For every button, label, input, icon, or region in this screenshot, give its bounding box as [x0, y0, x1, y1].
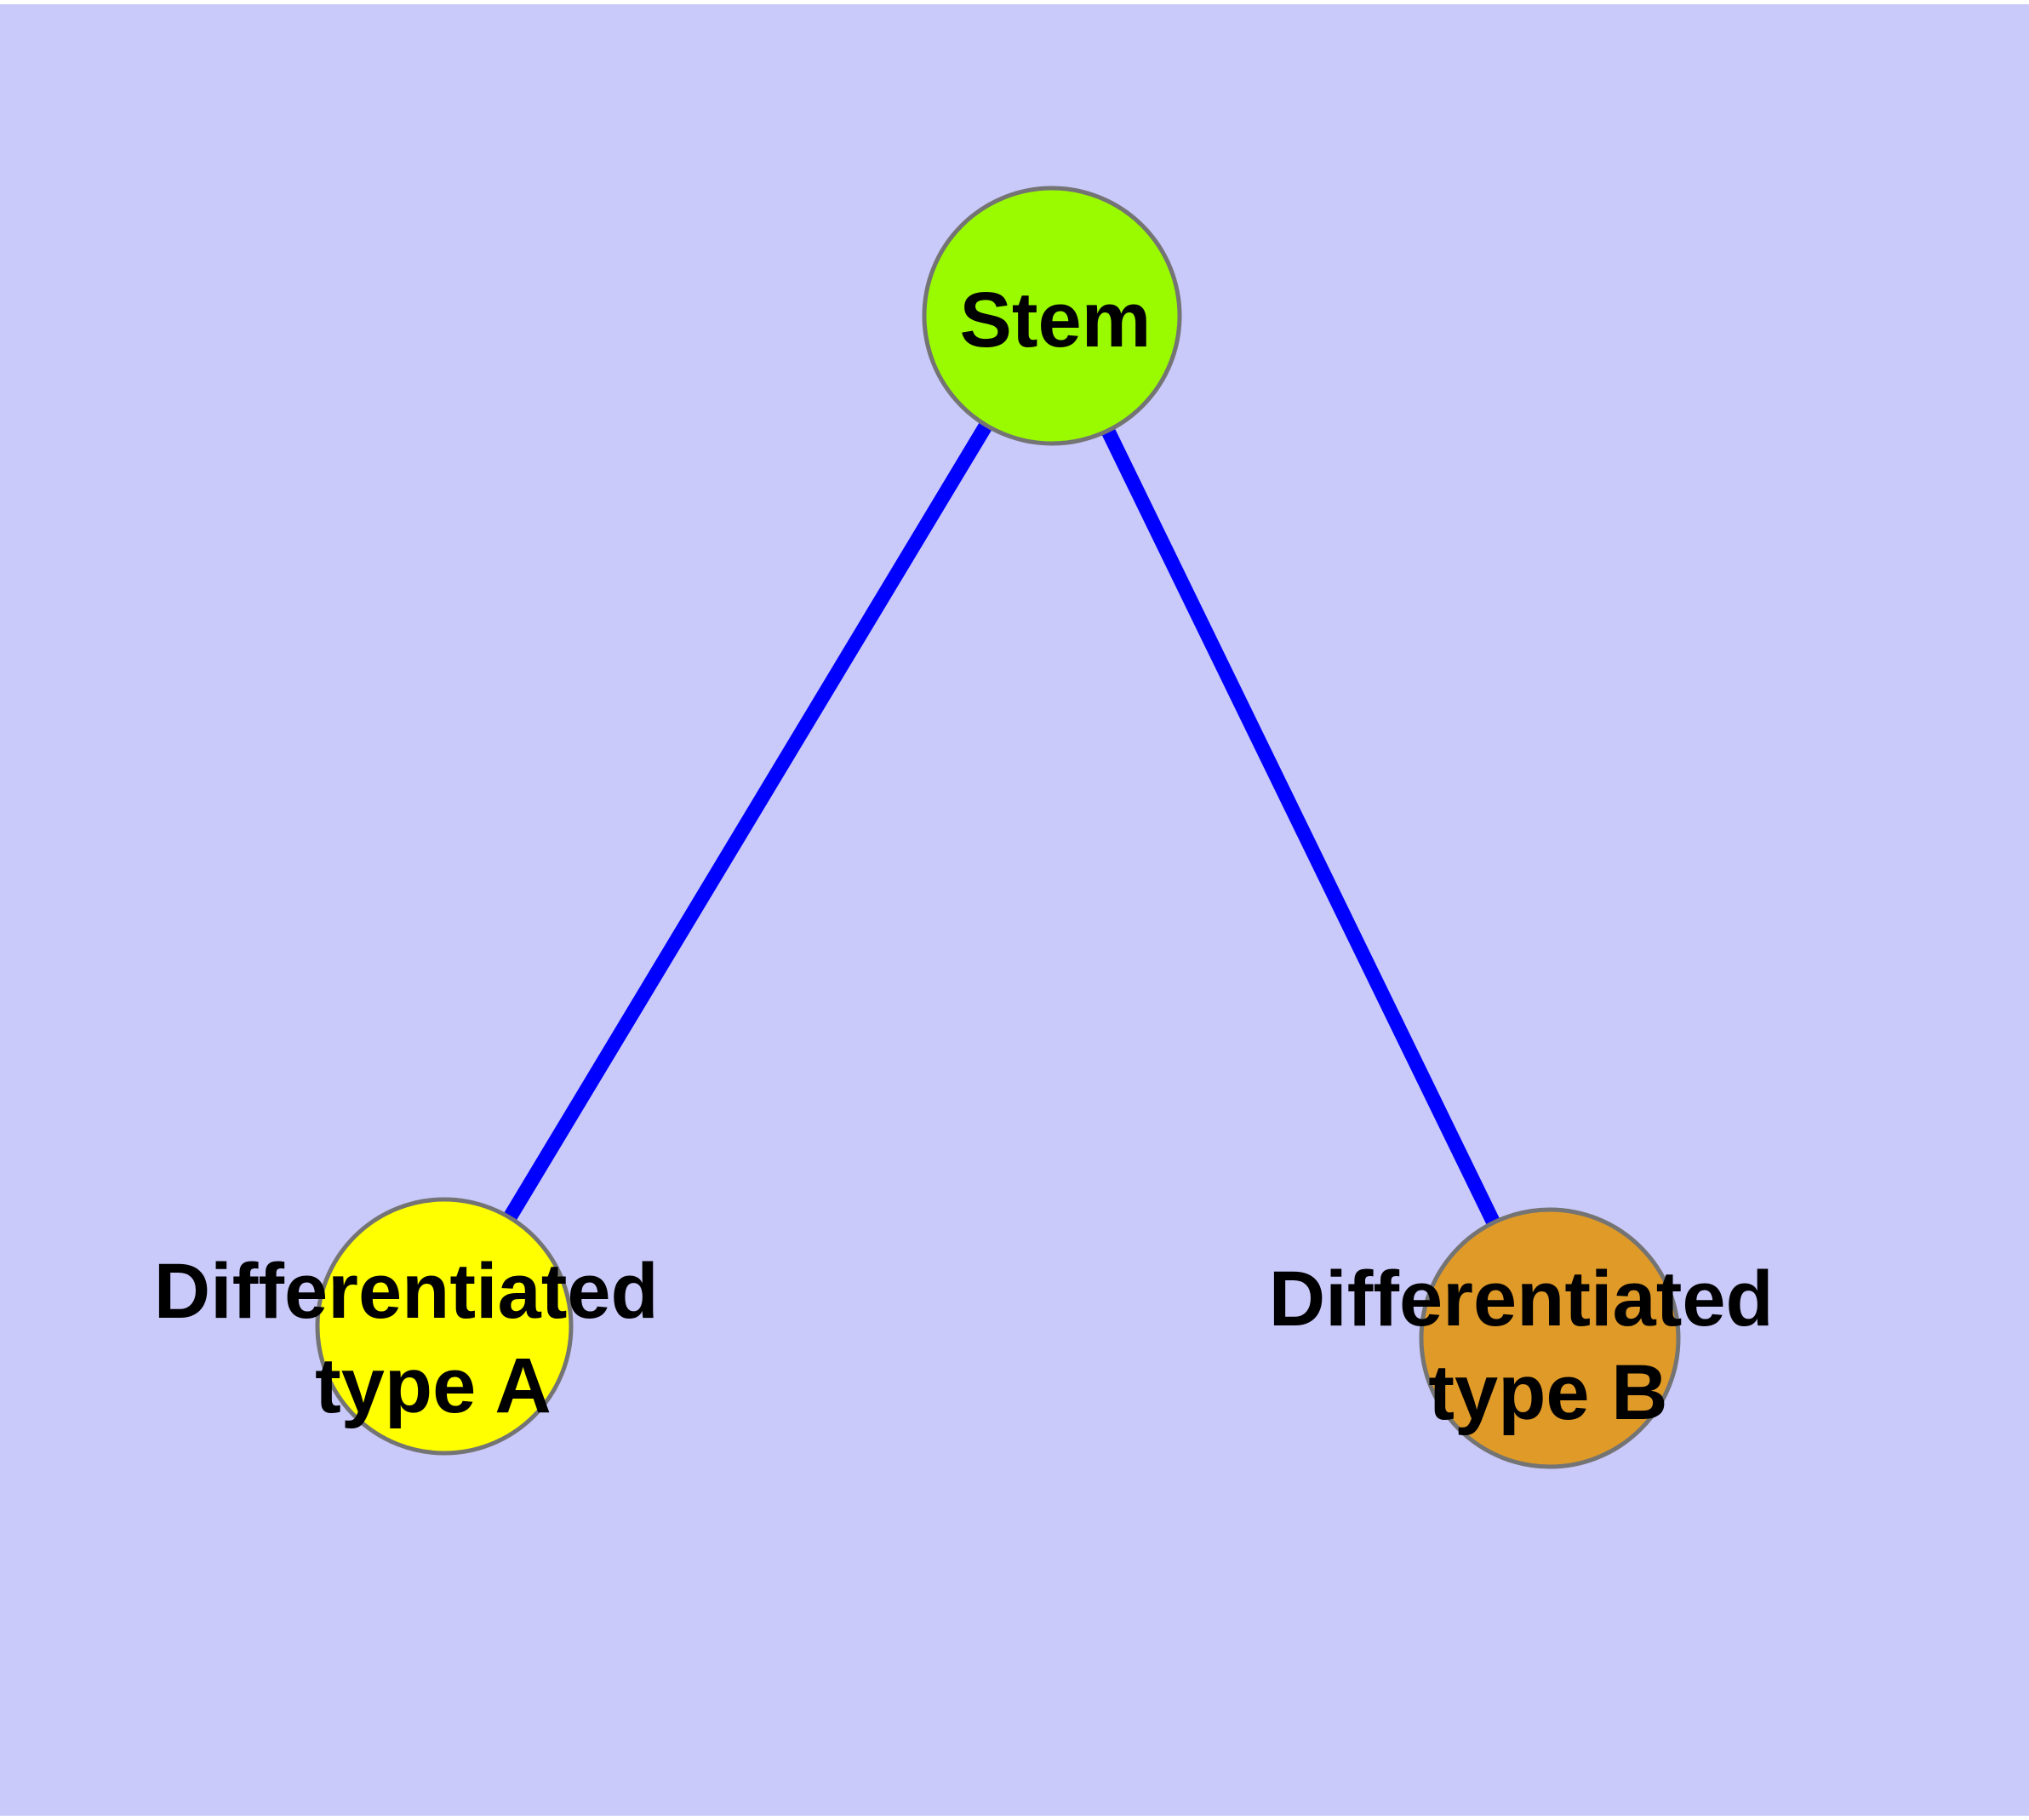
- edge-stem-to-type-a: [437, 312, 1059, 1331]
- node-stem: Stem: [922, 186, 1182, 446]
- node-type-a-label-line2: type A: [315, 1342, 552, 1429]
- node-type-b-label: Differentiated type B: [1269, 1256, 1796, 1436]
- edge-stem-to-type-b: [1045, 312, 1557, 1342]
- edge-layer: [437, 312, 1557, 1342]
- node-type-b-label-line2: type B: [1428, 1349, 1667, 1436]
- node-stem-label: Stem: [960, 277, 1152, 363]
- node-type-b-label-line1: Differentiated: [1269, 1256, 1774, 1342]
- node-stem-circle: [922, 186, 1182, 446]
- node-type-a-circle: [315, 1197, 574, 1456]
- node-type-a-label: Differentiated type A: [154, 1248, 681, 1429]
- node-type-b-circle: [1419, 1207, 1681, 1469]
- node-differentiated-type-b: Differentiated type B: [1269, 1207, 1796, 1469]
- node-differentiated-type-a: Differentiated type A: [154, 1197, 681, 1456]
- node-type-a-label-line1: Differentiated: [154, 1248, 659, 1335]
